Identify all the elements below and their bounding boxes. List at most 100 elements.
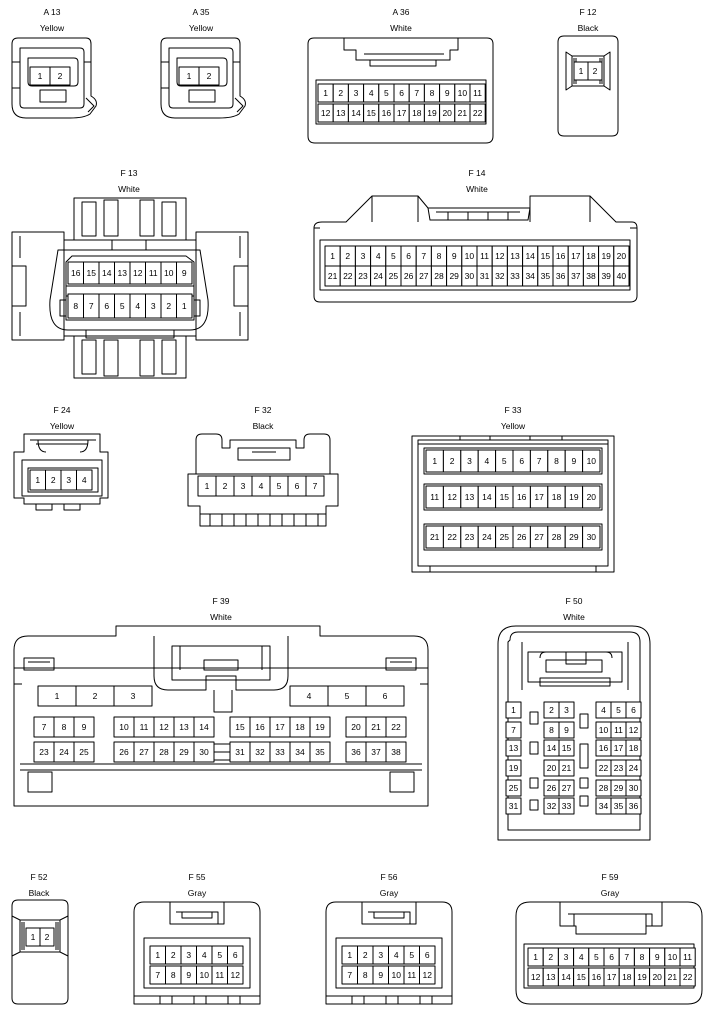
pin-cavity: 2 (165, 945, 182, 965)
pin-number: 10 (200, 970, 210, 980)
pin-cavity: 2 (198, 66, 220, 86)
pin-cavity: 22 (679, 967, 696, 987)
pin-number: 9 (82, 722, 87, 732)
pin-number: 20 (617, 251, 627, 261)
pin-cavity: 27 (558, 779, 575, 797)
pin-cavity: 2 (332, 83, 349, 103)
pin-number: 12 (629, 725, 639, 735)
pin-cavity: 18 (408, 103, 425, 123)
pin-cavity: 6 (625, 701, 642, 719)
pin-number: 29 (614, 783, 624, 793)
pin-number: 38 (391, 747, 401, 757)
pin-cavity: 1 (317, 83, 334, 103)
pin-cavity: 14 (522, 245, 539, 267)
pin-cavity: 4 (129, 293, 146, 319)
pin-cavity: 12 (491, 245, 508, 267)
pin-number: 9 (186, 970, 191, 980)
pin-cavity: 1 (25, 927, 41, 947)
pin-number: 13 (510, 251, 520, 261)
pin-box (625, 701, 642, 719)
pin-number: 8 (62, 722, 67, 732)
pin-box (309, 716, 331, 738)
pin-number: 28 (434, 271, 444, 281)
pin-number: 24 (482, 532, 492, 542)
pin-number: 12 (321, 108, 331, 118)
pin-box (558, 797, 575, 815)
pin-box (625, 797, 642, 815)
pin-number: 30 (629, 783, 639, 793)
pin-cavity: 33 (269, 741, 291, 763)
pin-cavity: 20 (543, 759, 560, 777)
connector-a35-color: Yellow (189, 23, 214, 33)
pin-number: 7 (42, 722, 47, 732)
pin-cavity: 20 (439, 103, 456, 123)
pin-cavity: 1 (324, 245, 341, 267)
pin-number: 5 (391, 251, 396, 261)
pin-number: 1 (579, 66, 584, 76)
pin-number: 6 (399, 88, 404, 98)
pin-cavity: 6 (365, 685, 405, 707)
pin-cavity: 14 (347, 103, 365, 123)
pin-box (227, 965, 244, 985)
pin-number: 1 (533, 952, 538, 962)
pin-number: 17 (275, 722, 285, 732)
pin-cavity: 22 (442, 525, 462, 549)
pin-number: 36 (629, 801, 639, 811)
pin-number: 2 (338, 88, 343, 98)
pin-number: 10 (587, 456, 597, 466)
pin-cavity: 10 (454, 83, 471, 103)
pin-box (625, 721, 642, 739)
pin-cavity: 8 (53, 716, 75, 738)
pin-number: 26 (547, 783, 557, 793)
pin-cavity: 4 (477, 449, 497, 473)
pin-box (385, 741, 407, 763)
pin-cavity: 9 (73, 716, 95, 738)
pin-box (505, 779, 522, 797)
pin-cavity: 7 (83, 293, 100, 319)
pin-cavity: 13 (114, 261, 131, 285)
pin-cavity: 8 (543, 721, 560, 739)
pin-cavity: 5 (211, 945, 228, 965)
pin-cavity: 33 (506, 265, 524, 287)
pin-number: 10 (458, 88, 468, 98)
pin-cavity: 8 (423, 83, 441, 103)
pin-number: 31 (509, 801, 519, 811)
pin-cavity: 22 (595, 759, 612, 777)
pin-cavity: 1 (178, 66, 200, 86)
pin-number: 4 (601, 705, 606, 715)
pin-cavity: 40 (613, 265, 630, 287)
pin-box (227, 945, 244, 965)
pin-number: 12 (231, 970, 241, 980)
pin-cavity: 8 (430, 245, 448, 267)
pin-cavity: 18 (289, 716, 311, 738)
pin-box (365, 685, 405, 707)
pin-number: 35 (315, 747, 325, 757)
pin-cavity: 25 (505, 779, 522, 797)
pin-cavity: 10 (113, 716, 135, 738)
pin-number: 15 (235, 722, 245, 732)
connector-f52-id: F 52 (30, 872, 47, 882)
pin-box (469, 103, 486, 123)
pin-number: 32 (547, 801, 557, 811)
pin-number: 12 (159, 722, 169, 732)
pin-number: 1 (432, 456, 437, 466)
pin-cavity: 21 (558, 759, 575, 777)
pin-number: 14 (102, 268, 112, 278)
pin-cavity: 3 (233, 475, 253, 497)
pin-cavity: 15 (363, 103, 380, 123)
pin-number: 17 (397, 108, 407, 118)
pin-cavity: 20 (613, 245, 630, 267)
pin-number: 27 (139, 747, 149, 757)
pin-number: 5 (277, 481, 282, 491)
pin-number: 7 (313, 481, 318, 491)
pin-cavity: 14 (477, 485, 497, 509)
pin-box (679, 967, 696, 987)
pin-cavity: 7 (341, 965, 358, 985)
pin-cavity: 12 (419, 965, 436, 985)
pin-number: 3 (564, 952, 569, 962)
pin-number: 5 (409, 950, 414, 960)
pin-cavity: 28 (595, 779, 612, 797)
pin-cavity: 11 (425, 485, 444, 509)
pin-number: 2 (450, 456, 455, 466)
pin-number: 21 (430, 532, 440, 542)
